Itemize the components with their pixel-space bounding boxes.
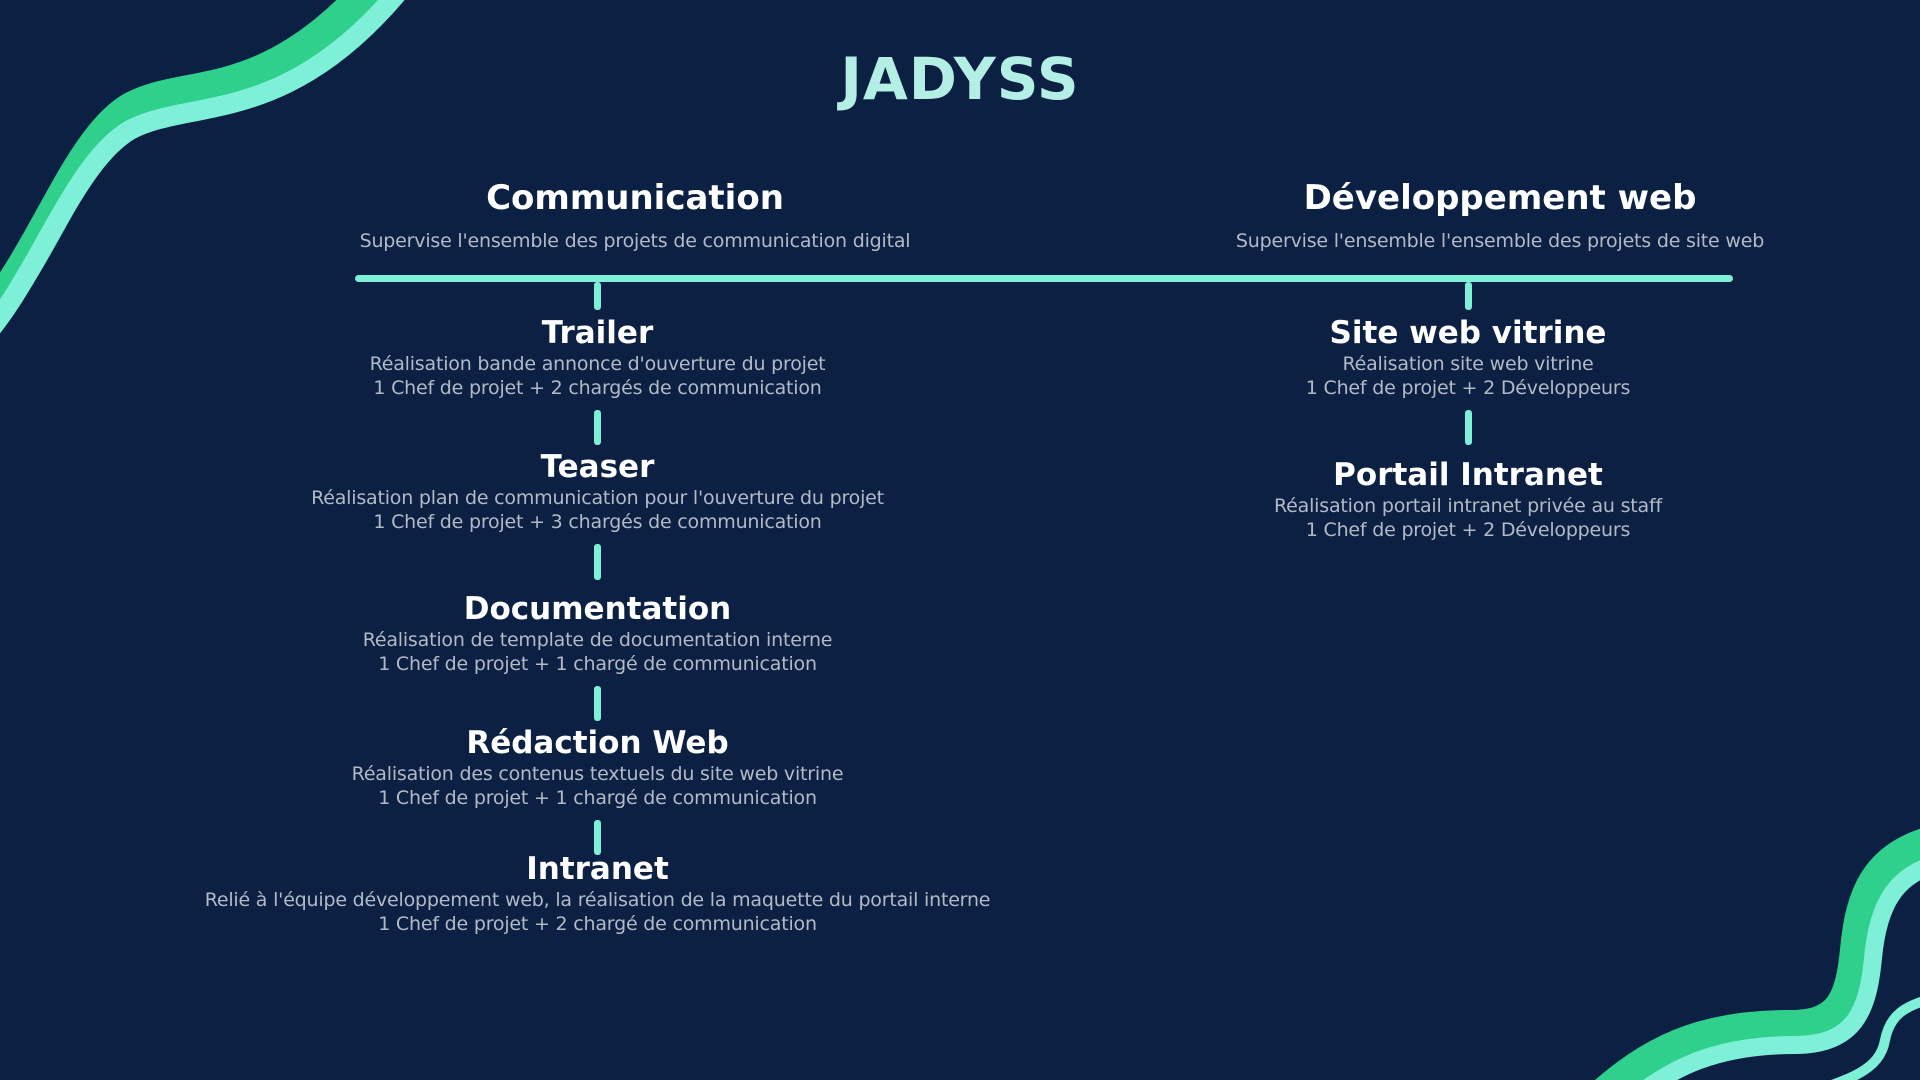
connector-documentation-redaction [594, 686, 601, 721]
project-description: Réalisation bande annonce d'ouverture du… [369, 353, 826, 376]
project-team: 1 Chef de projet + 2 chargés de communic… [373, 377, 822, 400]
project-name: Rédaction Web [466, 725, 729, 761]
project-name: Portail Intranet [1333, 457, 1603, 493]
connector-communication-trailer [594, 282, 601, 310]
project-name: Trailer [541, 315, 654, 351]
project-name: Documentation [463, 591, 732, 627]
project-name: Intranet [526, 851, 669, 887]
connector-teaser-documentation [594, 544, 601, 580]
project-description: Réalisation de template de documentation… [362, 629, 833, 652]
project-portail-intranet: Portail Intranet Réalisation portail int… [1218, 458, 1718, 542]
org-horizontal-line [355, 275, 1733, 282]
project-documentation: Documentation Réalisation de template de… [250, 592, 945, 676]
project-description: Réalisation des contenus textuels du sit… [351, 763, 844, 786]
department-communication-description: Supervise l'ensemble des projets de comm… [359, 230, 911, 253]
project-teaser: Teaser Réalisation plan de communication… [250, 450, 945, 534]
project-team: 1 Chef de projet + 2 Développeurs [1305, 377, 1631, 400]
department-communication-name: Communication [486, 178, 784, 218]
connector-site-vitrine-portail [1465, 410, 1472, 445]
project-team: 1 Chef de projet + 3 chargés de communic… [373, 511, 822, 534]
connector-trailer-teaser [594, 410, 601, 445]
project-description: Relié à l'équipe développement web, la r… [204, 889, 991, 912]
project-redaction-web: Rédaction Web Réalisation des contenus t… [250, 726, 945, 810]
bottom-right-wave [1594, 828, 1920, 1080]
project-team: 1 Chef de projet + 2 Développeurs [1305, 519, 1631, 542]
page-title: JADYSS [840, 45, 1080, 113]
project-team: 1 Chef de projet + 2 chargé de communica… [378, 913, 817, 936]
project-team: 1 Chef de projet + 1 chargé de communica… [378, 787, 817, 810]
project-site-web-vitrine: Site web vitrine Réalisation site web vi… [1218, 316, 1718, 400]
project-name: Site web vitrine [1329, 315, 1607, 351]
connector-redaction-intranet [594, 820, 601, 855]
connector-web-site-vitrine [1465, 282, 1472, 310]
project-trailer: Trailer Réalisation bande annonce d'ouve… [250, 316, 945, 400]
project-description: Réalisation portail intranet privée au s… [1274, 495, 1662, 518]
project-description: Réalisation plan de communication pour l… [311, 487, 884, 510]
project-name: Teaser [540, 449, 655, 485]
project-intranet: Intranet Relié à l'équipe développement … [150, 852, 1045, 936]
department-web-name: Développement web [1303, 178, 1697, 218]
project-description: Réalisation site web vitrine [1342, 353, 1594, 376]
department-web-description: Supervise l'ensemble l'ensemble des proj… [1235, 230, 1765, 253]
department-web: Développement web Supervise l'ensemble l… [1190, 178, 1810, 253]
department-communication: Communication Supervise l'ensemble des p… [330, 178, 940, 253]
project-team: 1 Chef de projet + 1 chargé de communica… [378, 653, 817, 676]
